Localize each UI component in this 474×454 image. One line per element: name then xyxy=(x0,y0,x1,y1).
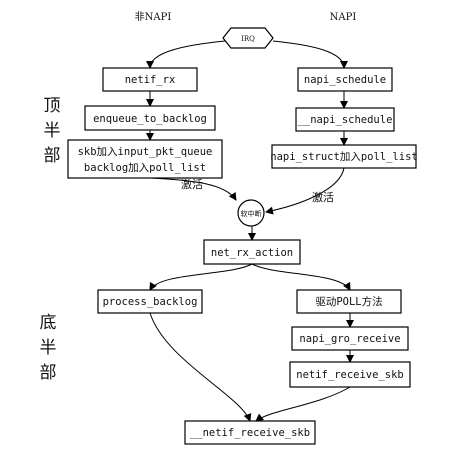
edge-label-left-activate: 激活 xyxy=(181,177,203,191)
softirq-node: 软中断 xyxy=(237,199,265,227)
edge-skb-queue-to-softirq xyxy=(149,177,237,201)
svg-text:驱动POLL方法: 驱动POLL方法 xyxy=(315,295,382,308)
edge-process-backlog-to-final xyxy=(149,312,252,422)
header-non-napi: 非NAPI xyxy=(135,11,172,23)
svg-text:顶: 顶 xyxy=(44,96,61,116)
section-label-bottom-half: 底 半 部 xyxy=(40,313,57,383)
edge-net-rx-action-to-driver-poll xyxy=(251,263,351,291)
svg-text:napi_struct加入poll_list: napi_struct加入poll_list xyxy=(270,151,417,163)
svg-text:__napi_schedule: __napi_schedule xyxy=(298,114,393,126)
node-napi-schedule: napi_schedule xyxy=(297,67,393,92)
section-label-top-half: 顶 半 部 xyxy=(44,96,61,166)
svg-text:enqueue_to_backlog: enqueue_to_backlog xyxy=(93,113,207,125)
svg-text:半: 半 xyxy=(44,121,61,141)
node-final-netif-receive-skb: __netif_receive_skb xyxy=(184,420,316,445)
edge-netif-receive-skb-to-final xyxy=(255,386,351,422)
svg-text:napi_schedule: napi_schedule xyxy=(304,74,386,86)
node-netif-rx: netif_rx xyxy=(102,67,198,92)
svg-text:net_rx_action: net_rx_action xyxy=(211,247,293,259)
svg-text:__netif_receive_skb: __netif_receive_skb xyxy=(190,427,310,439)
node-napi-struct-poll-list: napi_struct加入poll_list xyxy=(270,144,418,169)
node-net-rx-action: net_rx_action xyxy=(203,239,301,265)
svg-text:软中断: 软中断 xyxy=(241,209,262,218)
node-napi-gro-receive: napi_gro_receive xyxy=(291,326,409,351)
svg-text:skb加入input_pkt_queue: skb加入input_pkt_queue xyxy=(78,146,213,158)
svg-text:部: 部 xyxy=(44,146,61,166)
node-netif-receive-skb: netif_receive_skb xyxy=(289,361,411,388)
edge-irq-to-netif-rx xyxy=(146,40,226,69)
connectors xyxy=(146,40,354,422)
edge-net-rx-action-to-process-backlog xyxy=(149,263,253,291)
svg-text:backlog加入poll_list: backlog加入poll_list xyxy=(84,162,206,174)
svg-text:IRQ: IRQ xyxy=(241,35,255,43)
irq-node: IRQ xyxy=(222,27,274,49)
svg-text:netif_receive_skb: netif_receive_skb xyxy=(296,369,403,381)
header-napi: NAPI xyxy=(330,12,357,23)
svg-text:半: 半 xyxy=(40,338,57,358)
edge-label-right-activate: 激活 xyxy=(312,190,334,204)
svg-text:process_backlog: process_backlog xyxy=(103,296,198,308)
edge-napi-struct-to-softirq xyxy=(265,167,345,215)
node-skb-input-pkt-queue: skb加入input_pkt_queue backlog加入poll_list xyxy=(67,139,223,179)
svg-text:netif_rx: netif_rx xyxy=(125,74,176,86)
node-enqueue-to-backlog: enqueue_to_backlog xyxy=(84,105,216,131)
node-driver-poll-method: 驱动POLL方法 xyxy=(296,289,402,314)
edge-irq-to-napi-schedule xyxy=(272,40,348,69)
node-process-backlog: process_backlog xyxy=(97,289,203,314)
svg-text:napi_gro_receive: napi_gro_receive xyxy=(299,333,400,345)
node-napi-schedule-2: __napi_schedule xyxy=(295,107,395,132)
svg-text:部: 部 xyxy=(40,363,57,383)
svg-text:底: 底 xyxy=(40,313,57,333)
